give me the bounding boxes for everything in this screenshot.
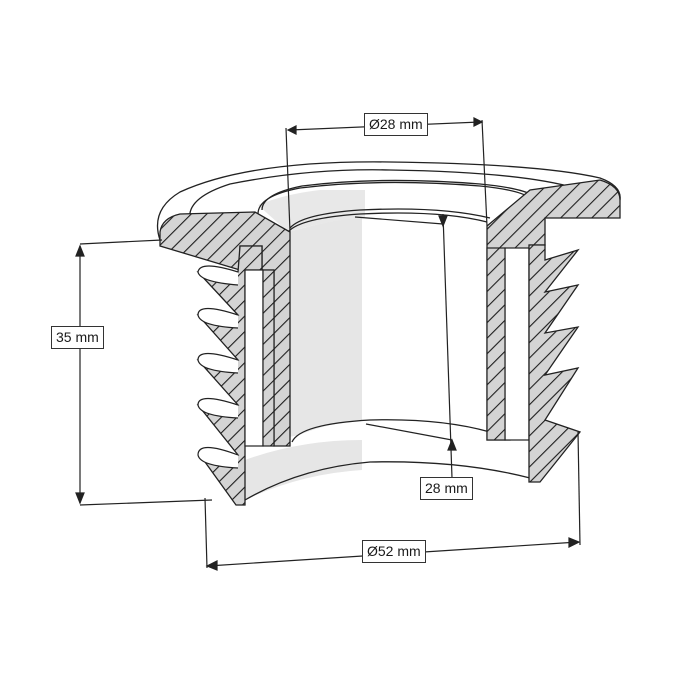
thread-lobes-left (197, 265, 239, 469)
dim-outer-diameter-label: Ø52 mm (362, 540, 426, 563)
dim-height-label: 35 mm (51, 326, 104, 349)
dim-inner-diameter-label: Ø28 mm (364, 113, 428, 136)
right-slot (504, 247, 530, 441)
left-slot (244, 269, 264, 447)
flange-outline (156, 161, 621, 501)
dim-inner-depth-label: 28 mm (420, 477, 473, 500)
section-right-threads (528, 244, 582, 483)
bore-interior (245, 190, 530, 500)
